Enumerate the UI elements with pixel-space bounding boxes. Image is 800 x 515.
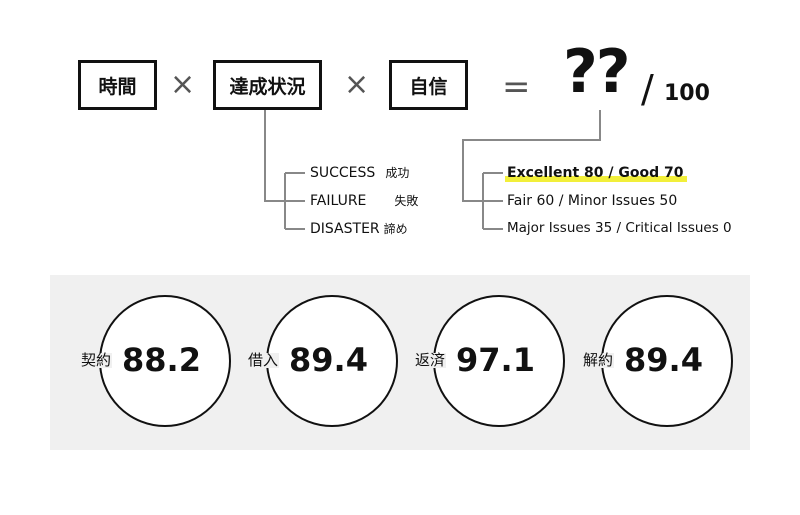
factor-achievement-label: 達成状況 bbox=[229, 75, 306, 98]
outcome-success-jp: 成功 bbox=[385, 166, 410, 180]
result-slash: / bbox=[641, 67, 654, 111]
score-label-repay: 返済 bbox=[414, 351, 447, 369]
multiply-symbol-2: × bbox=[344, 67, 370, 102]
result-max: 100 bbox=[664, 81, 710, 106]
score-value-borrow: 89.4 bbox=[289, 341, 368, 379]
grade-low: Major Issues 35 / Critical Issues 0 bbox=[507, 220, 732, 236]
score-label-cancel: 解約 bbox=[582, 351, 615, 369]
multiply-symbol-1: × bbox=[170, 67, 196, 102]
score-value-cancel: 89.4 bbox=[624, 341, 703, 379]
grade-middle: Fair 60 / Minor Issues 50 bbox=[507, 193, 678, 209]
equals-symbol: = bbox=[502, 67, 531, 107]
result-placeholder: ?? bbox=[563, 37, 631, 107]
score-label-contract: 契約 bbox=[80, 351, 113, 369]
outcome-bracket bbox=[264, 110, 285, 202]
score-value-repay: 97.1 bbox=[456, 341, 535, 379]
score-value-contract: 88.2 bbox=[122, 341, 201, 379]
outcome-failure-en: FAILURE bbox=[310, 193, 367, 209]
grade-highlight bbox=[505, 176, 687, 182]
outcome-disaster-jp: 諦め bbox=[383, 222, 408, 236]
outcome-success: SUCCESS 成功 bbox=[310, 166, 409, 180]
factor-confidence-label: 自信 bbox=[409, 75, 448, 98]
outcome-disaster-en: DISASTER bbox=[310, 221, 380, 237]
grade-bracket bbox=[462, 110, 601, 202]
grade-top: Excellent 80 / Good 70 bbox=[507, 165, 684, 181]
factor-time-box: 時間 bbox=[78, 60, 157, 110]
outcome-failure-jp: 失敗 bbox=[394, 194, 419, 208]
outcome-success-en: SUCCESS bbox=[310, 165, 376, 181]
factor-time-label: 時間 bbox=[98, 75, 137, 98]
score-label-borrow: 借入 bbox=[247, 351, 280, 369]
factor-achievement-box: 達成状況 bbox=[213, 60, 322, 110]
factor-confidence-box: 自信 bbox=[389, 60, 468, 110]
outcome-failure: FAILURE 失敗 bbox=[310, 194, 418, 208]
